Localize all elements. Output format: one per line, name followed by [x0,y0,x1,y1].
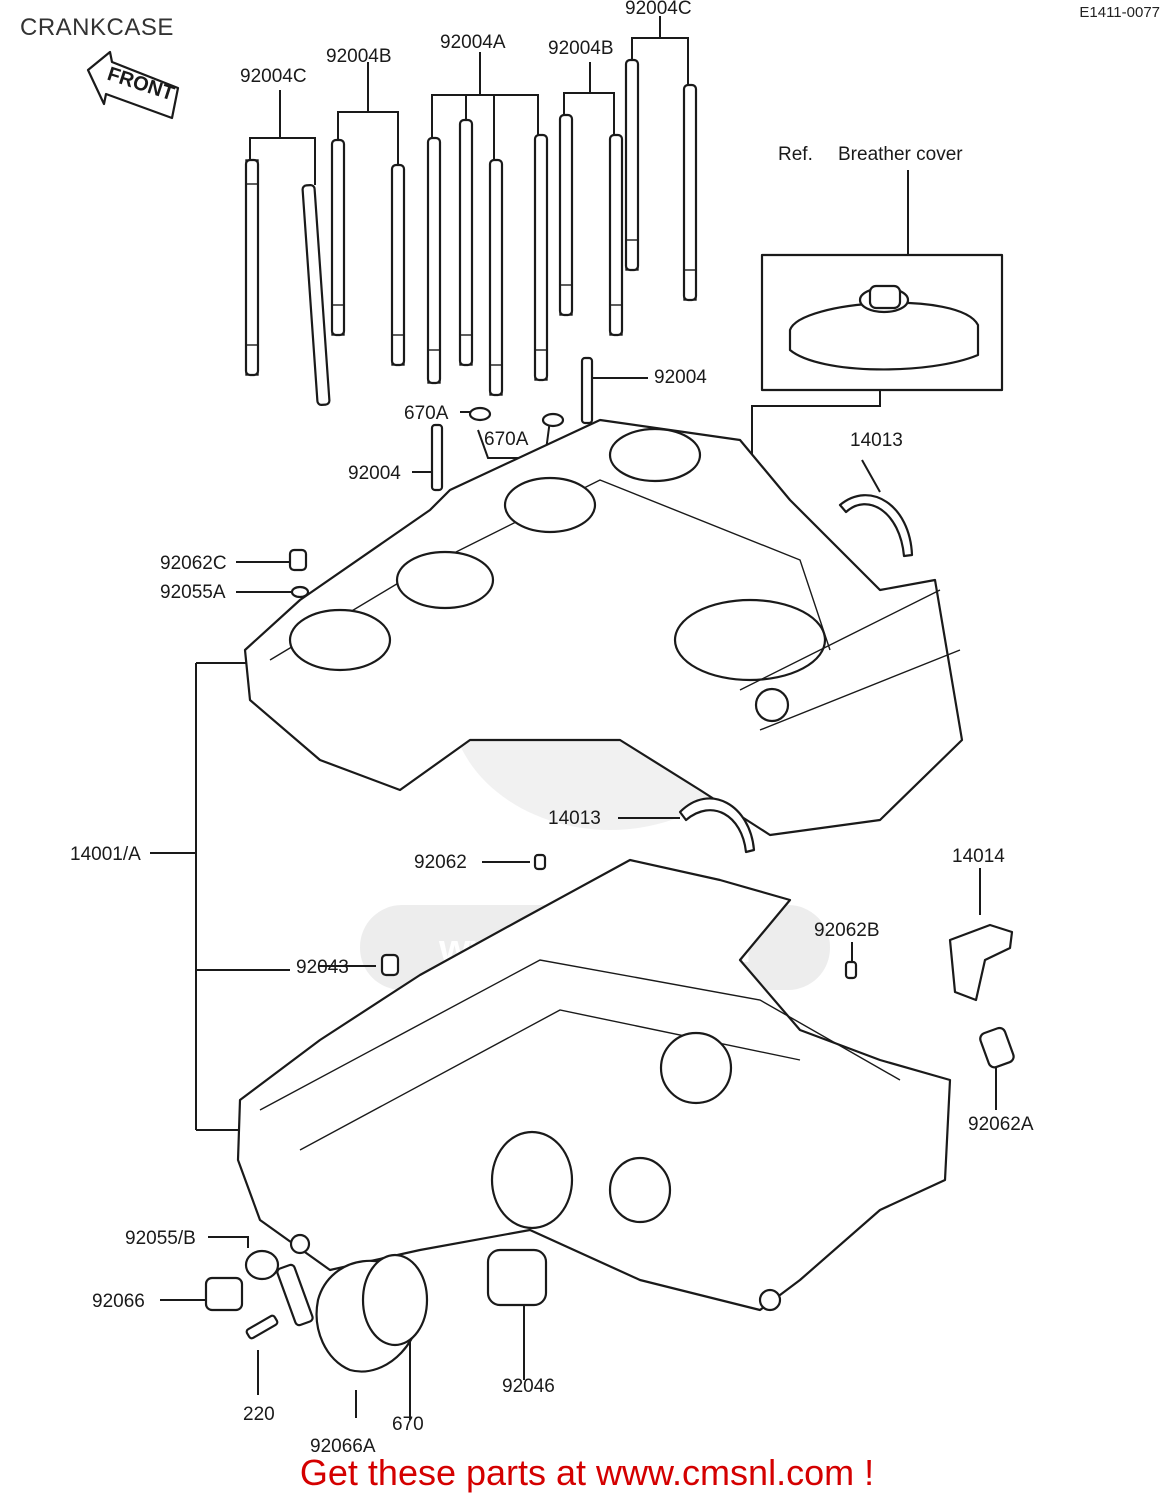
bracket-14014 [948,923,1014,1002]
stud-bolt [608,133,624,337]
stud-bolt [533,133,549,382]
label-92004: 92004 [654,367,707,388]
label-92062A: 92062A [968,1114,1034,1135]
label-92055B: 92055/B [125,1228,196,1249]
part-labels: 92004C 92004C 92004B 92004A 92004B Ref. … [70,0,1034,1457]
label-14001A: 14001/A [70,844,141,865]
o-ring-92055A [290,585,310,599]
breather-cover-box [760,253,1004,392]
pin-92062 [533,853,547,871]
stud-bolt [244,158,260,377]
label-14013-b: 14013 [548,808,601,829]
stud-bolt [488,158,504,397]
label-670A-a: 670A [404,403,449,424]
label-92055A: 92055A [160,582,226,603]
bearing-shells [678,494,914,854]
stud-bolts [244,58,698,492]
dowel-92062C [288,548,308,572]
oil-seal-670 [361,1253,429,1347]
lower-crankcase [236,858,952,1312]
stud-bolt [682,83,698,302]
needle-bearing-92046 [486,1248,548,1307]
plug-92062B [844,960,858,980]
ref-note: Ref. [778,144,813,165]
short-stud [580,356,594,425]
label-14013-a: 14013 [850,430,903,451]
label-92062C: 92062C [160,553,227,574]
stud-bolt [330,138,346,337]
plug-92062A [979,1026,1015,1069]
label-670: 670 [392,1414,424,1435]
label-92046: 92046 [502,1376,555,1397]
dowel-92043 [380,953,400,977]
label-92062B: 92062B [814,920,880,941]
label-92066: 92066 [92,1291,145,1312]
ref-part: Breather cover [838,144,963,165]
label-92004A: 92004A [440,32,506,53]
page-title: CRANKCASE [20,14,174,41]
stud-bolt [390,163,406,367]
stud-bolt [301,184,331,406]
label-92004-b: 92004 [348,463,401,484]
label-92004C-top: 92004C [625,0,692,19]
label-220: 220 [243,1404,275,1425]
label-92066A: 92066A [310,1436,376,1457]
bolt-220 [245,1314,279,1340]
drain-plug-92066 [204,1276,244,1312]
small-parts [204,406,1015,1373]
o-ring-670A-left [468,406,492,422]
label-670A-b: 670A [484,429,529,450]
stud-bolt [624,58,640,272]
label-14014: 14014 [952,846,1005,867]
stud-bolt [558,113,574,317]
short-stud [430,423,444,492]
clip [276,1263,314,1327]
label-92062: 92062 [414,852,467,873]
o-ring-670A-right [541,412,565,428]
upper-crankcase [243,418,964,837]
label-92004C-left: 92004C [240,66,307,87]
label-92043: 92043 [296,957,349,978]
front-arrow: FRONT [86,50,180,120]
stud-bolt [458,118,474,367]
label-92004B-left: 92004B [326,46,392,67]
promo-link[interactable]: Get these parts at www.cmsnl.com ! [299,1452,875,1493]
gasket-92055B [244,1249,280,1281]
drawing-code: E1411-0077 [1079,4,1160,21]
stud-bolt [426,136,442,385]
label-92004B-right: 92004B [548,38,614,59]
